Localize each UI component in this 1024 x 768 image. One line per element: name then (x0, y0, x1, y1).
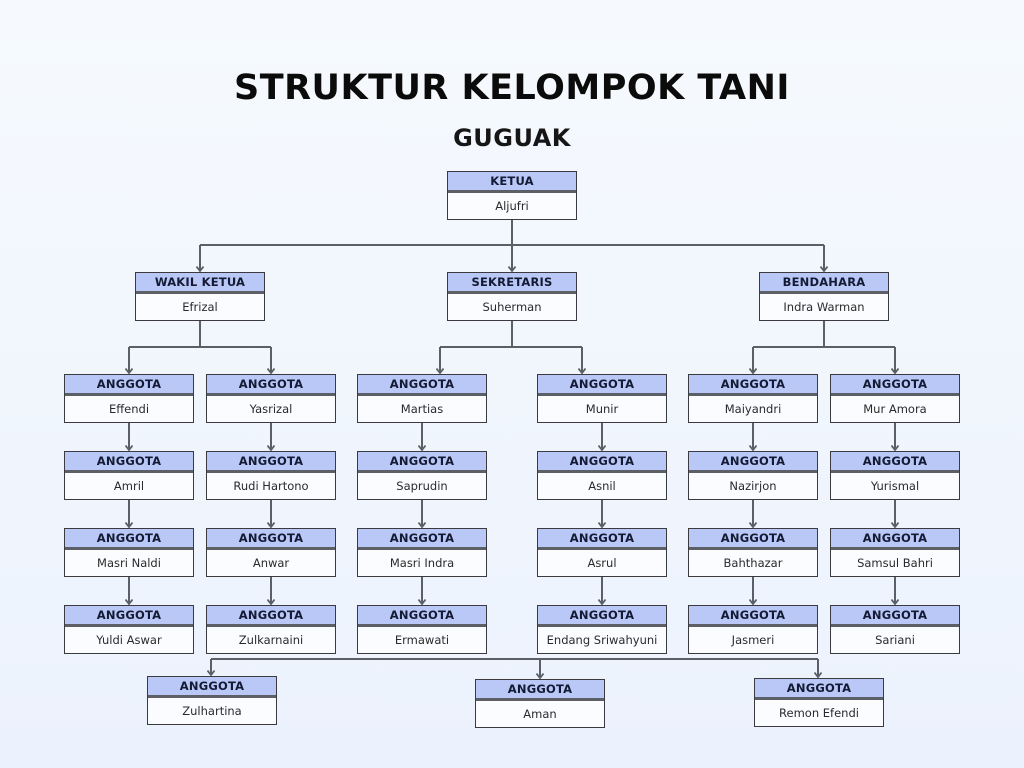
person-name: Martias (400, 402, 444, 416)
node-anggota-bottom: ANGGOTA Aman (475, 679, 605, 728)
role-label: ANGGOTA (538, 606, 666, 627)
person-name: Remon Efendi (779, 706, 859, 720)
node-anggota: ANGGOTA Saprudin (357, 451, 487, 500)
node-anggota: ANGGOTA Asnil (537, 451, 667, 500)
role-label: ANGGOTA (207, 375, 335, 396)
role-label: ANGGOTA (65, 375, 193, 396)
role-label: ANGGOTA (476, 680, 604, 701)
role-label: ANGGOTA (358, 606, 486, 627)
node-anggota: ANGGOTA Rudi Hartono (206, 451, 336, 500)
node-anggota-bottom: ANGGOTA Zulhartina (147, 676, 277, 725)
node-bendahara: BENDAHARA Indra Warman (759, 272, 889, 321)
person-name: Indra Warman (783, 300, 865, 314)
node-anggota: ANGGOTA Martias (357, 374, 487, 423)
person-name: Yuldi Aswar (96, 633, 162, 647)
person-name: Asrul (587, 556, 617, 570)
node-anggota: ANGGOTA Yasrizal (206, 374, 336, 423)
person-name: Zulkarnaini (238, 633, 304, 647)
node-anggota: ANGGOTA Yuldi Aswar (64, 605, 194, 654)
person-name: Maiyandri (724, 402, 782, 416)
node-anggota: ANGGOTA Maiyandri (688, 374, 818, 423)
chart-subtitle: GUGUAK (453, 124, 571, 152)
role-label: ANGGOTA (538, 529, 666, 550)
person-name: Bahthazar (723, 556, 783, 570)
node-anggota: ANGGOTA Masri Naldi (64, 528, 194, 577)
node-anggota: ANGGOTA Amril (64, 451, 194, 500)
node-anggota: ANGGOTA Asrul (537, 528, 667, 577)
node-ketua: KETUA Aljufri (447, 171, 577, 220)
role-label: ANGGOTA (538, 452, 666, 473)
person-name: Endang Sriwahyuni (546, 633, 658, 647)
role-label: ANGGOTA (538, 375, 666, 396)
person-name: Mur Amora (863, 402, 927, 416)
role-label: ANGGOTA (831, 375, 959, 396)
person-name: Saprudin (396, 479, 448, 493)
role-label: ANGGOTA (831, 452, 959, 473)
role-label: ANGGOTA (65, 606, 193, 627)
node-anggota: ANGGOTA Endang Sriwahyuni (537, 605, 667, 654)
role-label: ANGGOTA (358, 452, 486, 473)
person-name: Jasmeri (731, 633, 775, 647)
person-name: Yurismal (870, 479, 920, 493)
node-anggota: ANGGOTA Anwar (206, 528, 336, 577)
person-name: Aljufri (495, 199, 529, 213)
role-label: ANGGOTA (689, 375, 817, 396)
node-anggota: ANGGOTA Bahthazar (688, 528, 818, 577)
person-name: Asnil (588, 479, 616, 493)
node-anggota: ANGGOTA Ermawati (357, 605, 487, 654)
role-label: ANGGOTA (65, 452, 193, 473)
node-anggota: ANGGOTA Nazirjon (688, 451, 818, 500)
role-label: ANGGOTA (358, 375, 486, 396)
role-label: ANGGOTA (689, 606, 817, 627)
role-label: ANGGOTA (689, 529, 817, 550)
role-label: BENDAHARA (760, 273, 888, 294)
node-anggota: ANGGOTA Jasmeri (688, 605, 818, 654)
node-anggota: ANGGOTA Zulkarnaini (206, 605, 336, 654)
role-label: ANGGOTA (207, 606, 335, 627)
person-name: Sariani (875, 633, 915, 647)
role-label: SEKRETARIS (448, 273, 576, 294)
person-name: Suherman (482, 300, 542, 314)
node-sekretaris: SEKRETARIS Suherman (447, 272, 577, 321)
role-label: ANGGOTA (831, 606, 959, 627)
person-name: Munir (585, 402, 619, 416)
role-label: ANGGOTA (148, 677, 276, 698)
role-label: ANGGOTA (207, 452, 335, 473)
person-name: Zulhartina (182, 704, 242, 718)
person-name: Nazirjon (729, 479, 777, 493)
chart-title: STRUKTUR KELOMPOK TANI (234, 68, 790, 108)
role-label: ANGGOTA (65, 529, 193, 550)
person-name: Efrizal (182, 300, 218, 314)
node-anggota: ANGGOTA Masri Indra (357, 528, 487, 577)
role-label: ANGGOTA (358, 529, 486, 550)
person-name: Aman (523, 707, 557, 721)
role-label: ANGGOTA (831, 529, 959, 550)
person-name: Effendi (108, 402, 150, 416)
person-name: Ermawati (394, 633, 450, 647)
node-anggota: ANGGOTA Mur Amora (830, 374, 960, 423)
role-label: ANGGOTA (689, 452, 817, 473)
person-name: Masri Naldi (97, 556, 161, 570)
role-label: ANGGOTA (207, 529, 335, 550)
role-label: WAKIL KETUA (136, 273, 264, 294)
node-wakil-ketua: WAKIL KETUA Efrizal (135, 272, 265, 321)
person-name: Rudi Hartono (233, 479, 309, 493)
node-anggota-bottom: ANGGOTA Remon Efendi (754, 678, 884, 727)
person-name: Yasrizal (249, 402, 293, 416)
node-anggota: ANGGOTA Samsul Bahri (830, 528, 960, 577)
node-anggota: ANGGOTA Effendi (64, 374, 194, 423)
node-anggota: ANGGOTA Yurismal (830, 451, 960, 500)
role-label: ANGGOTA (755, 679, 883, 700)
node-anggota: ANGGOTA Munir (537, 374, 667, 423)
node-anggota: ANGGOTA Sariani (830, 605, 960, 654)
person-name: Masri Indra (389, 556, 455, 570)
person-name: Anwar (252, 556, 290, 570)
person-name: Samsul Bahri (857, 556, 933, 570)
role-label: KETUA (448, 172, 576, 193)
person-name: Amril (113, 479, 145, 493)
